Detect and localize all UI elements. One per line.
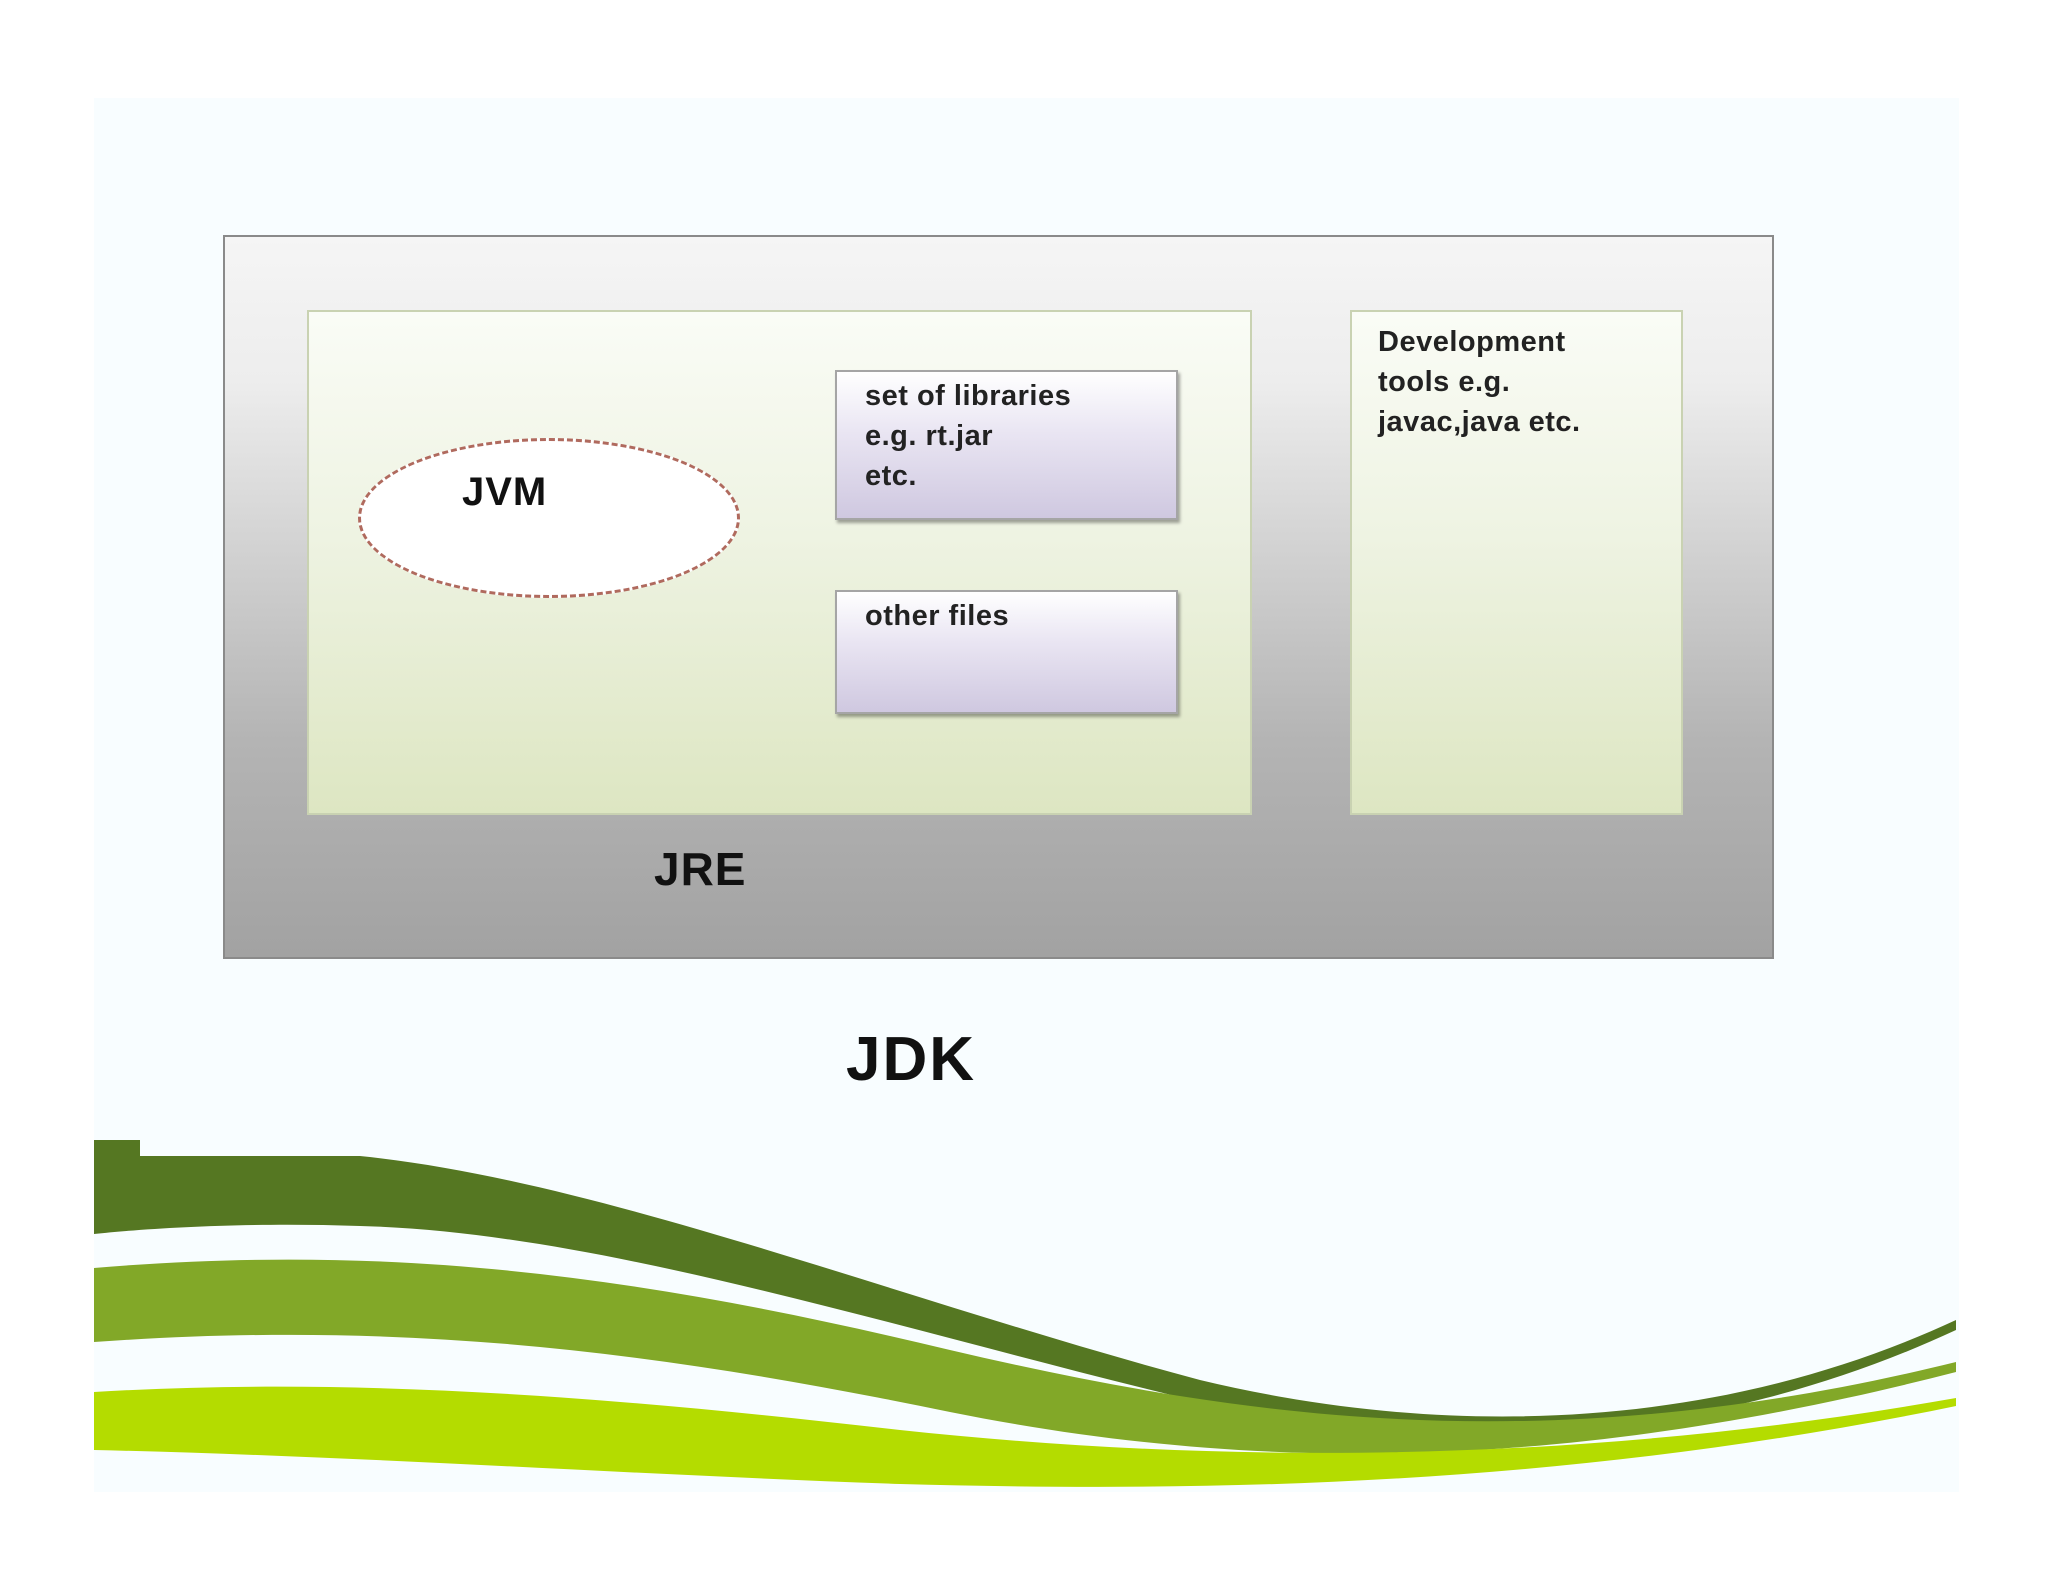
wave-dark-green (94, 1140, 1956, 1435)
libraries-label: set of libraries e.g. rt.jar etc. (865, 380, 1072, 492)
development-tools-box: Development tools e.g. javac,java etc. (1350, 310, 1683, 815)
jvm-label: JVM (462, 470, 548, 514)
development-tools-label: Development tools e.g. javac,java etc. (1378, 326, 1581, 438)
libraries-box: set of libraries e.g. rt.jar etc. (835, 370, 1178, 520)
other-files-label: other files (865, 600, 1010, 632)
jre-label: JRE (654, 843, 747, 895)
jvm-ellipse (358, 438, 740, 598)
jdk-label: JDK (846, 1025, 977, 1094)
wave-mid-green (94, 1259, 1956, 1454)
wave-light-green (94, 1386, 1956, 1487)
other-files-box: other files (835, 590, 1178, 714)
